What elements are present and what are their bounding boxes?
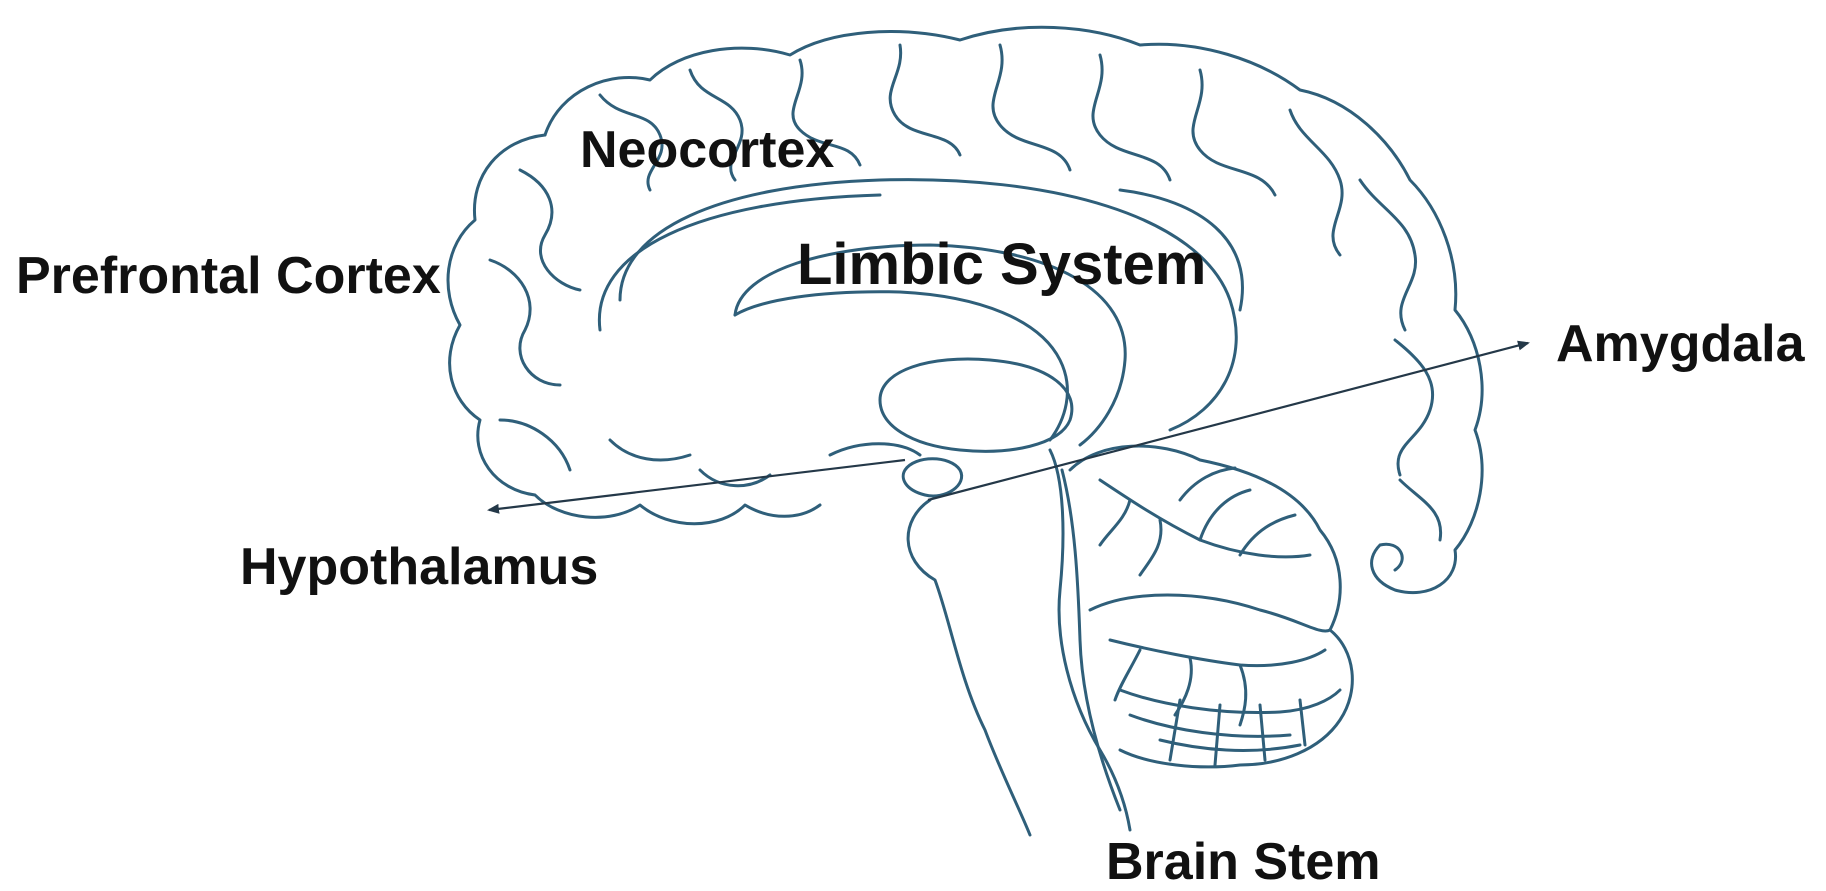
label-neocortex: Neocortex [580,124,834,176]
thalamus [880,359,1072,451]
cerebrum-outline [545,27,1482,592]
hypothalamus-pointer [489,460,905,510]
brain-stem-left [908,500,1030,835]
label-brain-stem: Brain Stem [1106,836,1381,888]
label-hypothalamus: Hypothalamus [240,541,598,593]
label-amygdala: Amygdala [1556,318,1805,370]
label-prefrontal-cortex: Prefrontal Cortex [16,250,441,302]
hypothalamus-region [903,459,961,496]
cerebellum-outline [1070,446,1352,767]
label-limbic-system: Limbic System [797,236,1206,294]
amygdala-pointer [928,343,1528,500]
brain-stem-right [1050,450,1130,830]
